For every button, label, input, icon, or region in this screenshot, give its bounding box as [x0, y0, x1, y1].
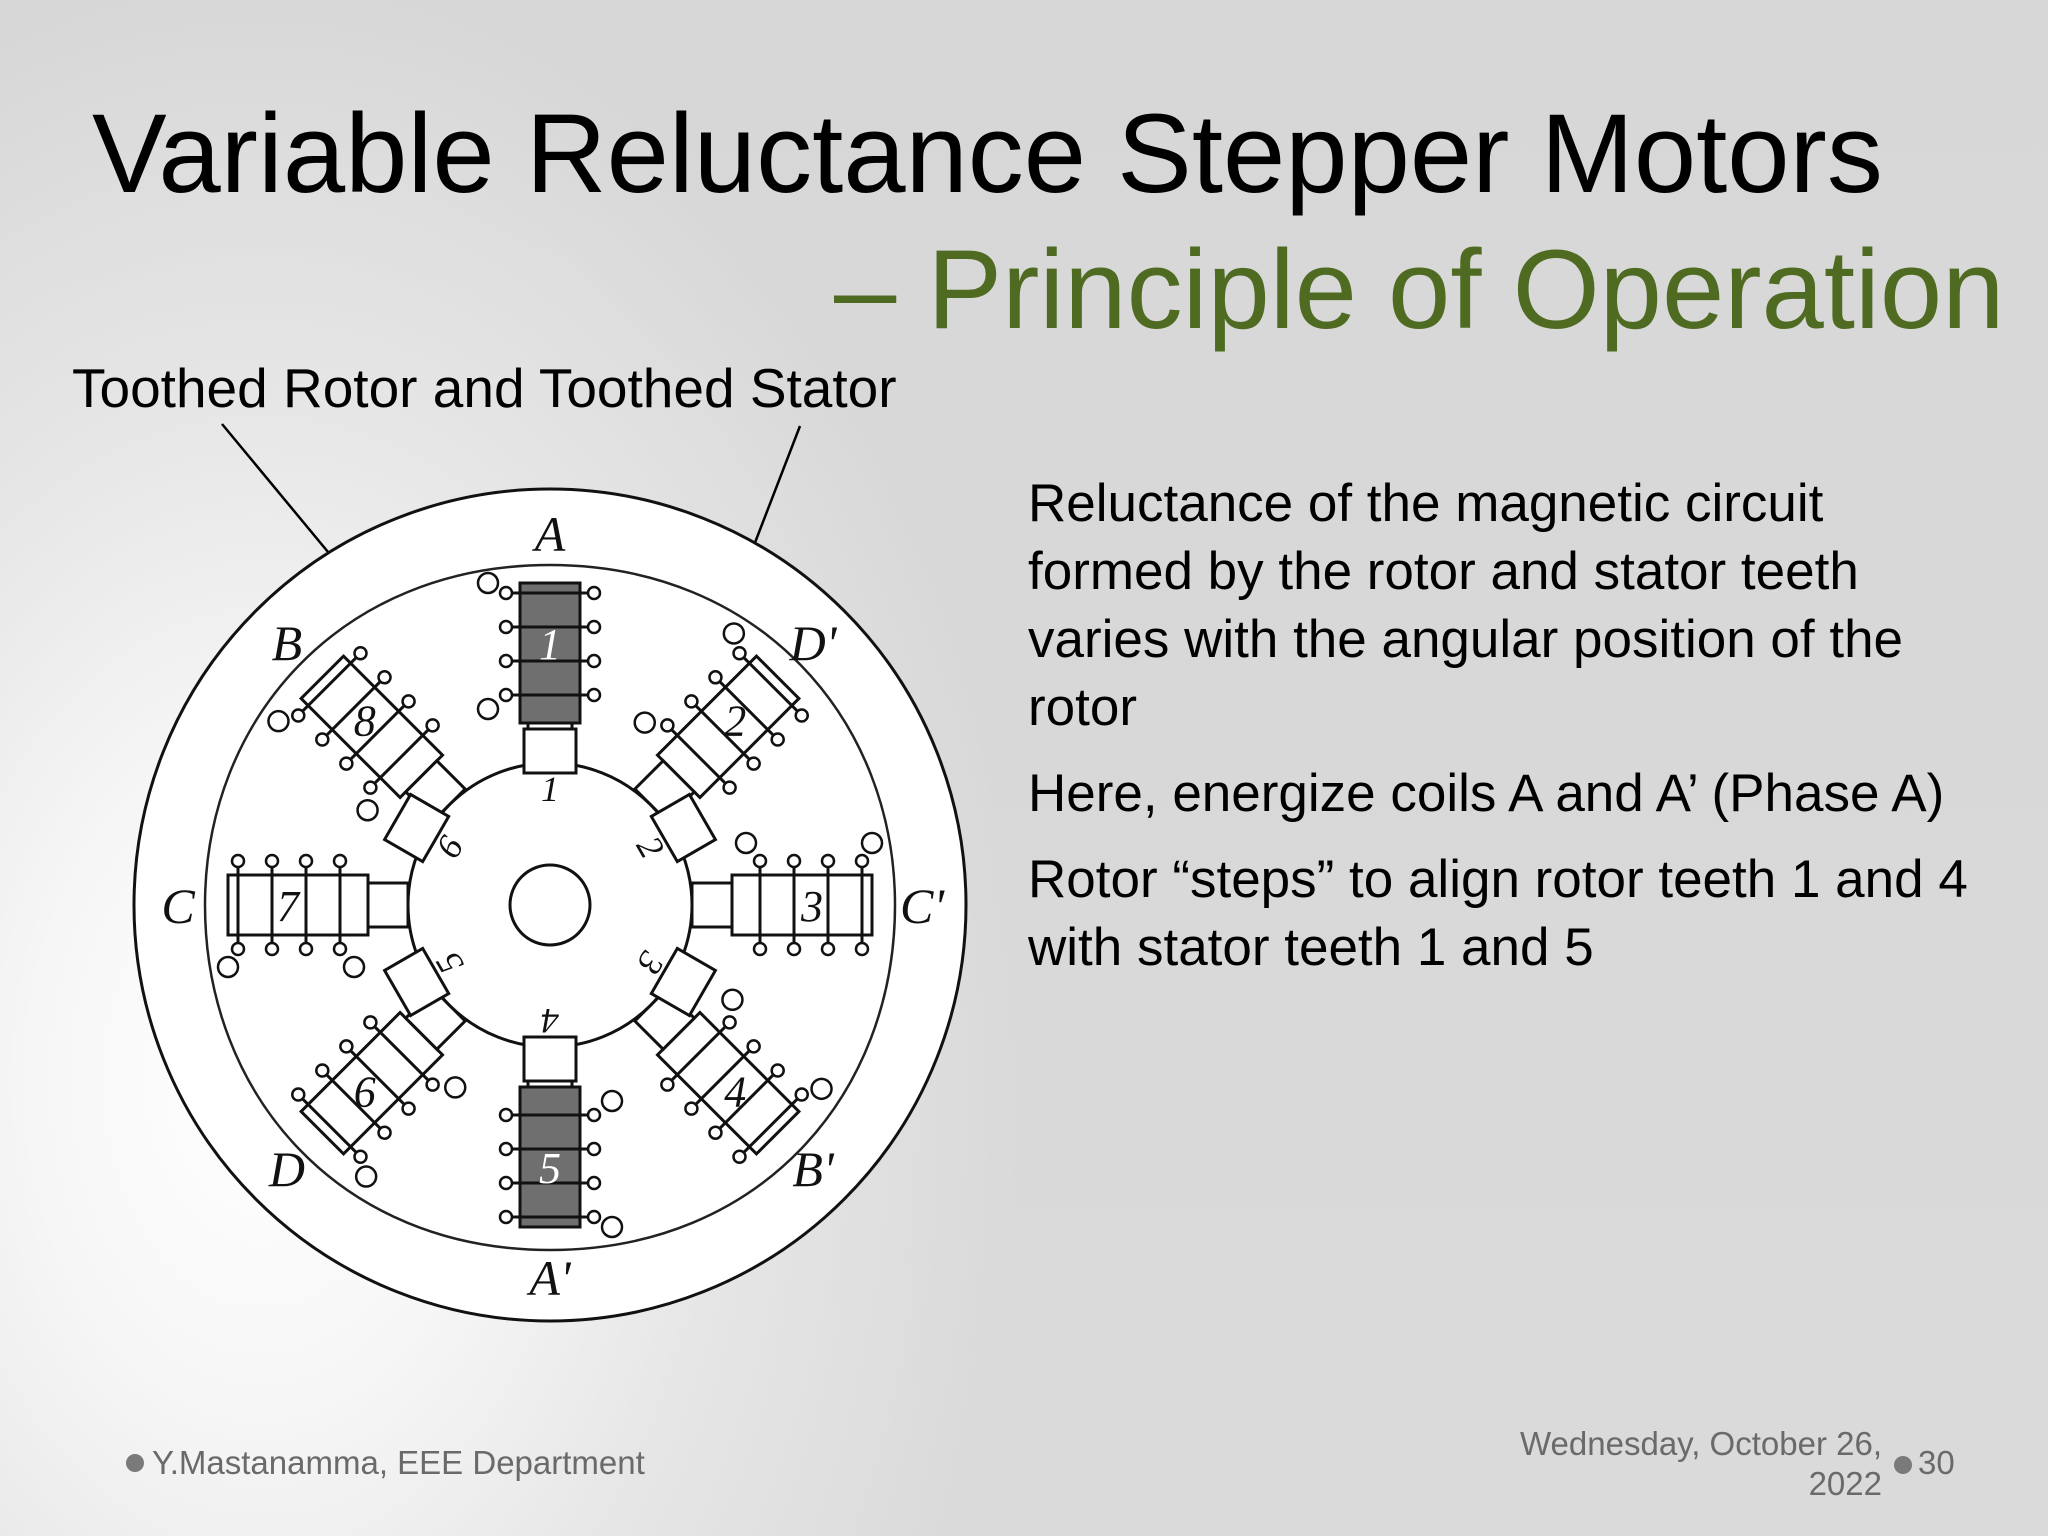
- stator-tooth-label: 3: [800, 882, 823, 931]
- slide-title: Variable Reluctance Stepper Motors: [92, 91, 1883, 216]
- stator-tooth-label: 8: [354, 697, 376, 746]
- footer-date: Wednesday, October 26, 2022: [1520, 1425, 1882, 1502]
- stator-coil: [216, 853, 410, 979]
- body-paragraph-3: Rotor “steps” to align rotor teeth 1 and…: [1028, 850, 1968, 977]
- phase-label: A: [532, 506, 566, 562]
- stator-tooth-label: 6: [354, 1067, 376, 1116]
- body-text: Reluctance of the magnetic circuit forme…: [1028, 470, 1988, 1000]
- slide-subtitle: – Principle of Operation: [834, 227, 2005, 352]
- stator-tooth-label: 7: [277, 882, 301, 931]
- stator-coil: [476, 571, 602, 765]
- rotor-tooth: [522, 727, 578, 775]
- footer-author-text: Y.Mastanamma, EEE Department: [152, 1444, 645, 1481]
- footer-author: Y.Mastanamma, EEE Department: [126, 1444, 645, 1482]
- phase-label: D: [268, 1141, 305, 1197]
- page-number: 30: [1918, 1444, 1955, 1481]
- bullet-icon: [1894, 1456, 1912, 1474]
- body-paragraph-2: Here, energize coils A and A’ (Phase A): [1028, 764, 1945, 823]
- phase-label: B': [792, 1141, 835, 1197]
- rotor-tooth: [649, 792, 718, 864]
- phase-label: A': [526, 1250, 572, 1306]
- rotor-tooth: [522, 1035, 578, 1083]
- stator-coil: [291, 987, 468, 1188]
- rotor-tooth: [649, 946, 718, 1018]
- body-paragraph-1: Reluctance of the magnetic circuit forme…: [1028, 474, 1904, 737]
- stator-coil: [498, 1045, 624, 1239]
- stator-tooth-label: 4: [724, 1067, 746, 1116]
- phase-label: D': [789, 615, 838, 671]
- diagram-caption: Toothed Rotor and Toothed Stator: [72, 357, 897, 419]
- stator-coil: [690, 831, 884, 957]
- stator-coil: [267, 646, 468, 823]
- phase-label: C': [900, 878, 945, 934]
- stator-tooth-label: 5: [539, 1144, 561, 1193]
- rotor-tooth: [382, 792, 451, 864]
- rotor: [382, 727, 718, 1083]
- rotor-tooth: [382, 946, 451, 1018]
- stator-coil: [632, 987, 833, 1164]
- stator-inner-outline: [203, 563, 897, 1252]
- rotor-tooth-label: 1: [541, 769, 559, 809]
- stator-tooth-label: 1: [539, 620, 561, 669]
- rotor-shaft: [508, 863, 592, 947]
- stator-coils: [216, 571, 884, 1239]
- phase-label: B: [272, 615, 303, 671]
- bullet-icon: [126, 1454, 144, 1472]
- phase-label: C: [161, 878, 195, 934]
- rotor-tooth-label: 4: [541, 1001, 559, 1041]
- stator-tooth-label: 2: [724, 697, 746, 746]
